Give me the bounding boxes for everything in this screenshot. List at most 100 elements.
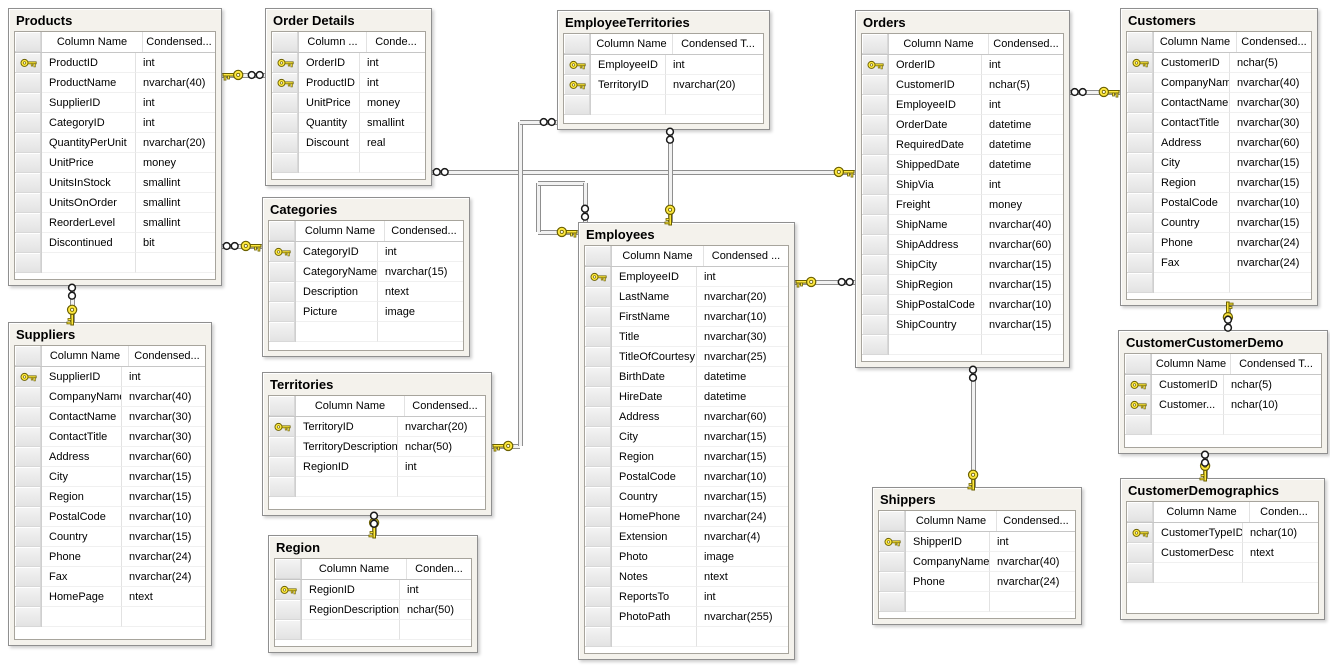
row-selector[interactable] [269,457,296,477]
row-selector[interactable] [15,487,42,507]
row-selector[interactable] [862,295,889,315]
row-selector[interactable] [272,93,299,113]
row-selector[interactable] [1127,543,1154,563]
row-selector[interactable] [585,387,612,407]
row-selector[interactable] [15,387,42,407]
relationship-line-orders-orderdetails[interactable] [432,170,855,175]
empty-row[interactable] [564,95,763,115]
table-title[interactable]: Orders [863,15,906,30]
row-selector[interactable] [862,235,889,255]
row-selector[interactable] [862,75,889,95]
relationship-line-employees-reportsto-self[interactable] [583,183,588,222]
row-selector[interactable] [15,93,42,113]
row-selector[interactable] [585,487,612,507]
row-selector[interactable] [269,477,296,497]
empty-row[interactable] [1127,273,1311,293]
relationship-line-products-orderdetails[interactable] [222,73,265,78]
row-selector[interactable] [15,587,42,607]
row-selector[interactable] [879,532,906,552]
row-selector[interactable] [272,133,299,153]
row-selector[interactable] [585,607,612,627]
row-selector[interactable] [564,55,591,75]
row-selector[interactable] [585,427,612,447]
row-selector[interactable] [269,302,296,322]
table-title[interactable]: Employees [586,227,655,242]
row-selector[interactable] [879,572,906,592]
row-selector[interactable] [1127,153,1154,173]
empty-row[interactable] [1125,415,1321,435]
row-selector[interactable] [15,173,42,193]
relationship-line-shippers-orders[interactable] [971,368,976,487]
relationship-line-employees-reportsto-self[interactable] [538,181,585,186]
row-selector[interactable] [15,233,42,253]
relationship-line-employees-orders[interactable] [795,280,855,285]
row-selector[interactable] [15,53,42,73]
row-selector[interactable] [269,242,296,262]
table-title[interactable]: Territories [270,377,334,392]
row-selector[interactable] [862,215,889,235]
row-selector[interactable] [15,567,42,587]
row-selector[interactable] [272,73,299,93]
table-title[interactable]: Products [16,13,73,28]
row-selector[interactable] [585,627,612,647]
row-selector[interactable] [862,255,889,275]
empty-row[interactable] [862,335,1063,355]
row-selector[interactable] [272,153,299,173]
empty-row[interactable] [879,592,1075,612]
row-selector[interactable] [1127,53,1154,73]
row-selector[interactable] [15,447,42,467]
relationship-line-suppliers-products[interactable] [70,286,75,322]
row-selector[interactable] [275,580,302,600]
empty-row[interactable] [269,477,485,497]
row-selector[interactable] [862,195,889,215]
row-selector[interactable] [879,592,906,612]
row-selector[interactable] [564,75,591,95]
row-selector[interactable] [862,175,889,195]
row-selector[interactable] [15,113,42,133]
row-selector[interactable] [1127,133,1154,153]
